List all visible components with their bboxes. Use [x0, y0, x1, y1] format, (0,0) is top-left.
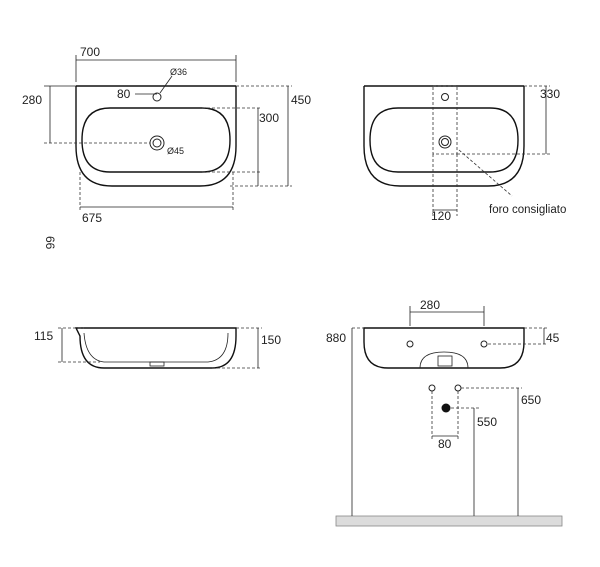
dim-width-top: 700: [80, 45, 100, 59]
plan-basin-outline: [75, 86, 237, 187]
side-view: 115 150: [34, 327, 281, 369]
dim-drain-height: 550: [477, 415, 497, 429]
fixing-hole-right: [480, 340, 488, 348]
side-inner-outline: [83, 332, 229, 363]
dim-outer-height: 150: [261, 333, 281, 347]
supply-hole-right: [454, 384, 462, 392]
floor: [335, 515, 563, 527]
rear-basin-outline: [363, 86, 525, 187]
dim-rear-height: 330: [540, 87, 560, 101]
dim-hole-offset: 80: [117, 87, 131, 101]
install-view: 280 45 880 650 550 80: [326, 298, 563, 527]
side-drain: [149, 361, 165, 367]
dim-fixing-distance: 280: [420, 298, 440, 312]
dim-depth-left: 280: [22, 93, 42, 107]
fixing-hole-left: [406, 340, 414, 348]
dim-rear-offset: 120: [431, 209, 451, 223]
rear-top-hole: [441, 93, 449, 101]
install-pedestal-cutout: [419, 351, 469, 369]
rear-view: 330 120 foro consigliato: [363, 85, 566, 223]
rotated-label: 66: [43, 236, 57, 250]
install-basin-outline: [363, 327, 525, 369]
dim-width-bottom: 675: [82, 211, 102, 225]
dim-drain: Ø45: [167, 146, 184, 156]
supply-hole-left: [428, 384, 436, 392]
drain-inner: [152, 138, 162, 148]
dim-fixing-offset: 45: [546, 331, 560, 345]
dim-inner-height: 115: [34, 329, 53, 343]
recommended-hole-area: [432, 85, 458, 155]
dim-depth-total: 450: [291, 93, 311, 107]
rear-drain-inner: [441, 138, 449, 146]
plan-view: 700 80 Ø36 280 Ø45 300 450 675: [22, 45, 311, 225]
wall-drain: [441, 403, 451, 413]
dim-mount-height: 880: [326, 331, 346, 345]
dim-supply-height: 650: [521, 393, 541, 407]
dim-tap-hole: Ø36: [170, 67, 187, 77]
tap-hole: [152, 92, 162, 102]
dim-depth-bowl: 300: [259, 111, 279, 125]
recommended-hole-note: foro consigliato: [489, 204, 566, 216]
rear-bowl-outline: [369, 107, 519, 173]
dim-supply-spacing: 80: [438, 437, 452, 451]
